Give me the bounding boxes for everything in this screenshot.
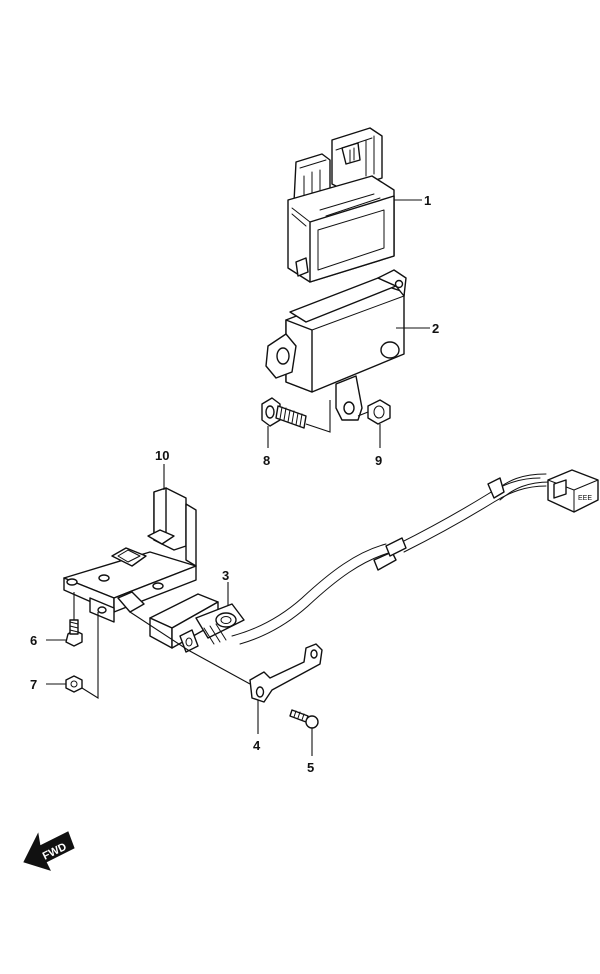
part-7-nut[interactable] [65,675,83,693]
part-2-module-holder[interactable] [265,269,407,421]
callout-8: 8 [263,453,270,468]
part-6-bolt[interactable] [65,619,83,647]
nut-7-alignment-line [81,612,99,699]
sensor-plate-alignment-line [129,611,251,685]
part-1-regulator-module[interactable] [287,127,395,283]
part-8-bolt[interactable] [261,397,307,429]
part-3-sensor-switch[interactable] [117,591,245,653]
callout-1: 1 [424,193,431,208]
wire-harness[interactable] [231,473,551,645]
part-9-collar[interactable] [367,399,391,425]
connector-marking: EEE [578,495,592,502]
bolt-8-alignment-line [305,400,331,433]
harness-connector[interactable]: EEE [547,469,599,513]
collar-9-alignment-line [357,411,369,417]
part-5-screw[interactable] [289,709,319,729]
callout-9: 9 [375,453,382,468]
callout-5: 5 [307,760,314,775]
callout-3: 3 [222,568,229,583]
callout-6: 6 [30,633,37,648]
callout-4: 4 [253,738,261,753]
callout-10: 10 [155,448,169,463]
callout-7: 7 [30,677,37,692]
callout-2: 2 [432,321,439,336]
part-4-retaining-plate[interactable] [249,643,323,703]
fwd-arrow-icon: FWD [23,831,75,871]
